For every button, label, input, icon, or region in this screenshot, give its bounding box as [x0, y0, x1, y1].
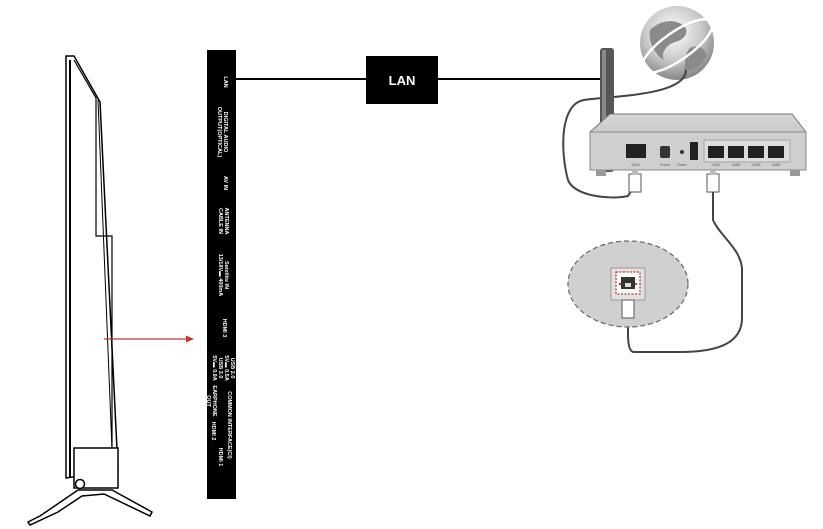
- router-port-lan1-icon: [708, 146, 724, 158]
- router-wall-socket-cable: [627, 192, 743, 353]
- router-reset-button-icon: [680, 150, 684, 154]
- tv-side-view: [26, 55, 153, 526]
- router-port-label: LAN3: [752, 163, 761, 167]
- router-wall-cable: [562, 69, 687, 199]
- router-port-label: Reset: [677, 163, 686, 167]
- wall-lan-socket: [567, 240, 689, 328]
- router-port-label: Power: [660, 163, 671, 167]
- lan-tag: LAN: [366, 56, 438, 104]
- port-label-lan: LAN: [222, 76, 228, 88]
- router-port-label: ADSL: [631, 163, 640, 167]
- port-label-antenna-cable-in: ANTENNA CABLE IN: [217, 207, 229, 235]
- router-power-socket-icon: [660, 146, 670, 158]
- port-label-satellite-in: Satellite IN 13/18V▬ 400mA: [217, 253, 229, 297]
- router-port-adsl-icon: [626, 144, 646, 158]
- port-label-hdmi-3: HDMI 3: [221, 318, 227, 338]
- router-port-lan2-icon: [728, 146, 744, 158]
- router-cable-plugs: [628, 170, 720, 193]
- router-port-label: LAN2: [732, 163, 741, 167]
- port-label-digital-audio-output: DIGITAL AUDIO OUTPUT(OPTICAL): [216, 106, 228, 158]
- router-port-lan3-icon: [748, 146, 764, 158]
- port-label-common-interface: COMMON INTERFACE(CI): [226, 391, 232, 459]
- port-label-hdmi-1: HDMI 1: [217, 447, 223, 467]
- router-port-label: LAN4: [772, 163, 781, 167]
- internet-globe-icon: [640, 6, 714, 80]
- wifi-router: ADSL Power Reset LAN1 LAN2 LAN3 LAN4: [589, 113, 807, 176]
- router-port-lan4-icon: [768, 146, 784, 158]
- router-power-switch-icon: [690, 142, 698, 160]
- router-port-label: LAN1: [712, 163, 721, 167]
- tv-rear-port-panel: [207, 50, 236, 499]
